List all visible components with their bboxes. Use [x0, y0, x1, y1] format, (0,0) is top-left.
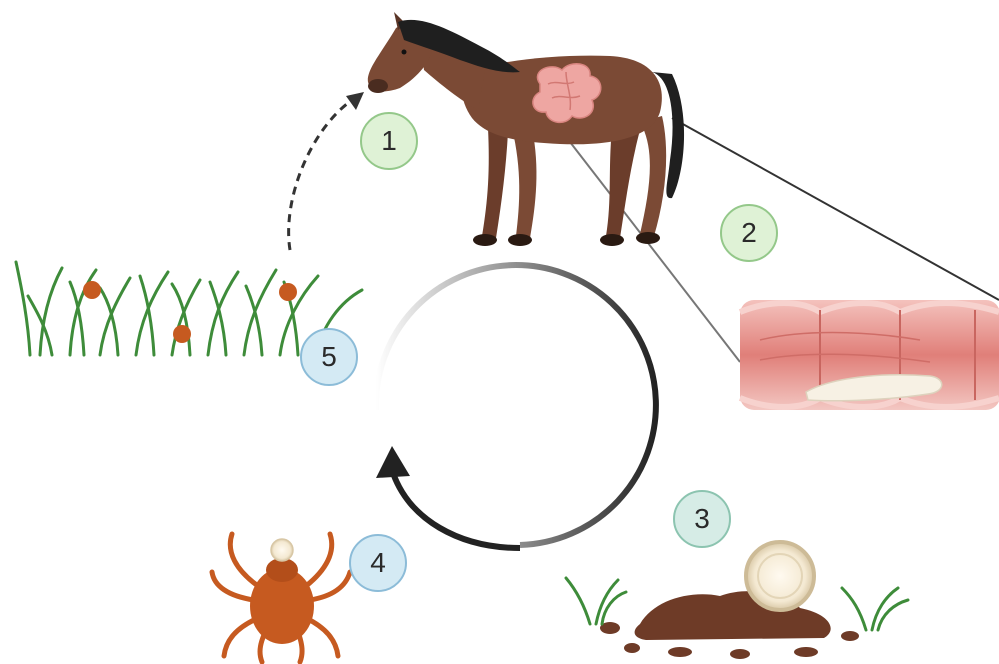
step-badge-2: 2: [720, 204, 778, 262]
step-badge-5: 5: [300, 328, 358, 386]
step-badge-4: 4: [349, 534, 407, 592]
lifecycle-cycle-arrow: [376, 265, 656, 548]
intestine-icon: [740, 300, 999, 410]
mite-icon: [212, 534, 350, 662]
egg-in-feces-icon: [600, 542, 859, 659]
step-badge-3: 3: [673, 490, 731, 548]
step-badge-1: 1: [360, 112, 418, 170]
ingestion-arrow: [289, 92, 364, 250]
